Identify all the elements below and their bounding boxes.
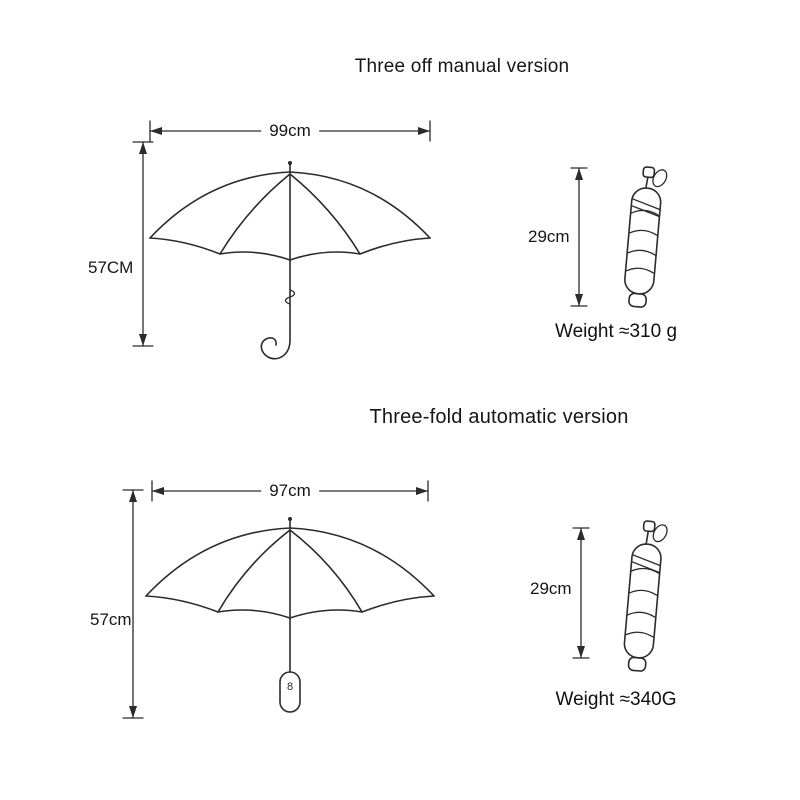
height-dimension-label-automatic: 57cm [90,610,132,629]
width-dimension-manual: 99cm [148,118,432,144]
section-title-manual: Three off manual version [354,56,570,77]
folded-height-dimension-automatic [568,526,594,660]
width-dimension-automatic: 97cm [150,478,430,504]
open-umbrella-drawing-manual [149,161,431,360]
umbrella-canopy-icon [145,527,435,619]
open-umbrella-drawing-automatic: 8 [145,517,435,713]
width-dimension-label-automatic: 97cm [261,481,319,501]
section-title-automatic: Three-fold automatic version [369,406,629,428]
weight-label-manual: Weight ≈310 g [554,321,678,342]
folded-umbrella-drawing-automatic [623,520,668,672]
folded-height-arrow-auto [572,527,590,659]
weight-label-automatic: Weight ≈340G [555,689,677,710]
umbrella-ferrule-icon [288,517,292,530]
folded-bottom-cap-icon [627,656,647,672]
umbrella-shaft-icon [284,259,296,333]
folded-body-icon [623,543,662,659]
height-dimension-arrow [132,141,154,347]
height-dimension-automatic [120,488,146,720]
height-dimension-manual [130,140,156,348]
umbrella-ferrule-icon [288,161,292,174]
folded-top-cap-icon [642,520,656,533]
umbrella-canopy-icon [149,171,431,261]
umbrella-grip-handle-icon: 8 [279,671,301,713]
folded-height-label-manual: 29cm [528,227,570,246]
width-dimension-label-manual: 99cm [261,121,319,141]
folded-height-arrow-manual [570,167,588,307]
folded-top-cap-icon [642,166,656,179]
folded-umbrella-drawing-manual [624,166,668,308]
folded-bottom-cap-icon [628,292,647,308]
height-dimension-arrow-auto [122,489,144,719]
grip-logo-mark: 8 [287,681,293,693]
wrist-strap-icon [652,169,668,188]
wrist-strap-icon [652,524,668,543]
height-dimension-label-manual: 57CM [88,258,134,277]
folded-height-label-automatic: 29cm [530,579,572,598]
folded-height-dimension-manual [566,166,592,308]
umbrella-hook-handle-icon [260,331,291,360]
